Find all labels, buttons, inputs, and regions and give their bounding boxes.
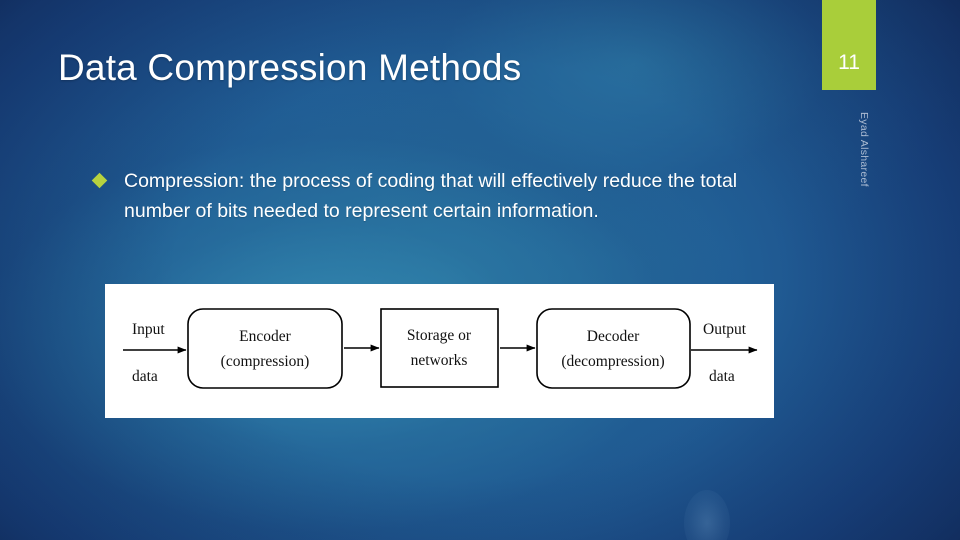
compression-pipeline-diagram: Input data Encoder (compression) Storage… xyxy=(123,308,758,389)
storage-label-line1: Storage or xyxy=(407,327,472,344)
list-item: Compression: the process of coding that … xyxy=(91,166,800,226)
bullet-text: Compression: the process of coding that … xyxy=(124,170,738,222)
decoder-label-line1: Decoder xyxy=(587,328,640,345)
author-name-label: Eyad Alshareef xyxy=(858,112,870,187)
input-label-line2: data xyxy=(132,368,158,385)
storage-label-line2: networks xyxy=(411,352,468,369)
decoder-label-line2: (decompression) xyxy=(561,353,664,370)
diamond-bullet-icon xyxy=(91,172,108,189)
output-label-line1: Output xyxy=(703,321,747,338)
page-number-label: 11 xyxy=(838,51,860,74)
decoder-box xyxy=(536,308,691,389)
output-label-line2: data xyxy=(709,368,735,385)
body-content: Compression: the process of coding that … xyxy=(91,166,800,226)
encoder-label-line1: Encoder xyxy=(239,328,291,345)
storage-box xyxy=(380,308,499,388)
encoder-label-line2: (compression) xyxy=(221,353,310,370)
input-label-line1: Input xyxy=(132,321,165,338)
diagram-image-panel: Input data Encoder (compression) Storage… xyxy=(105,284,774,418)
page-title: Data Compression Methods xyxy=(58,47,522,88)
page-number-chip: 11 xyxy=(822,0,876,90)
author-name-container: Eyad Alshareef xyxy=(857,112,873,212)
background-glow-spot xyxy=(684,490,730,540)
encoder-box xyxy=(187,308,343,389)
